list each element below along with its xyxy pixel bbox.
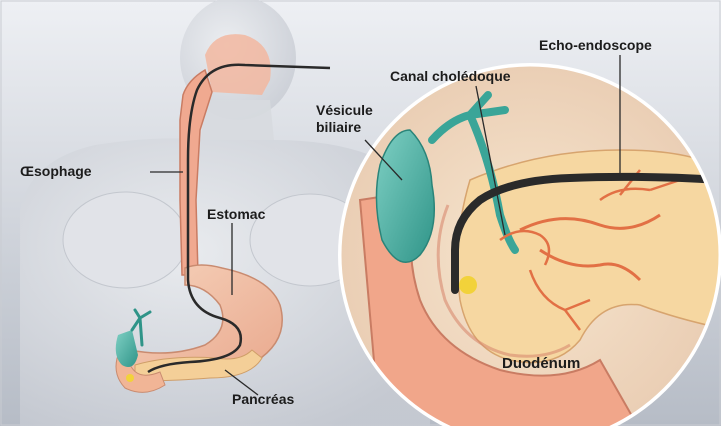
label-bile-duct: Canal cholédoque [390, 68, 511, 85]
label-pancreas: Pancréas [232, 391, 294, 408]
endoscope-tip-small [126, 374, 134, 382]
endoscope-tip-large [459, 276, 477, 294]
label-gallbladder-line1: Vésicule [316, 102, 373, 118]
label-duodenum: Duodénum [502, 355, 580, 372]
label-stomach: Estomac [207, 206, 265, 223]
label-gallbladder-line2: biliaire [316, 119, 361, 135]
label-gallbladder: Vésicule biliaire [316, 102, 373, 136]
label-esophagus: Œsophage [20, 163, 92, 180]
left-breast [63, 192, 187, 288]
label-echo-endoscope: Echo-endoscope [539, 37, 652, 54]
